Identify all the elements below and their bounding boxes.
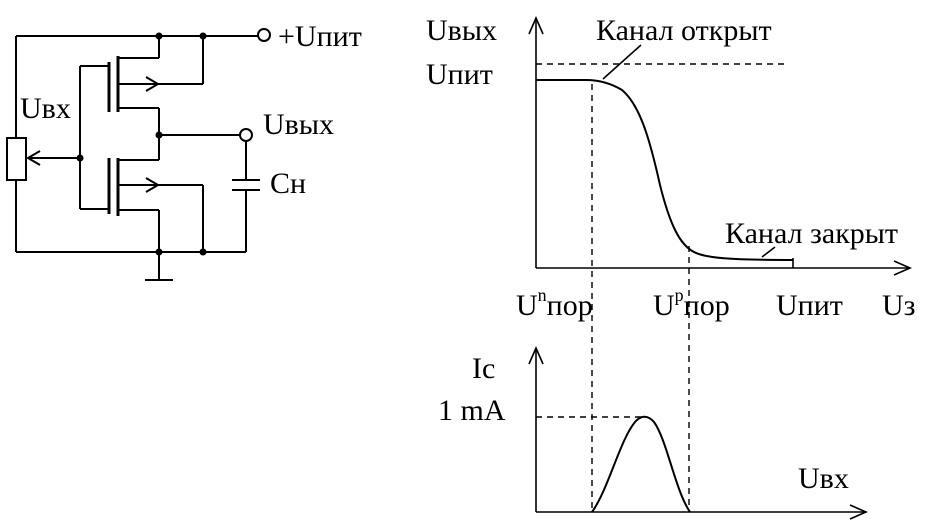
supply-terminal (257, 28, 271, 42)
junction-dot (199, 248, 207, 256)
y-axis-arrow (528, 346, 544, 365)
input-label: Uвх (20, 92, 71, 125)
potentiometer (6, 137, 27, 181)
closed-annotation-leader (761, 246, 776, 258)
x-tick-p-threshold: Upпор (653, 285, 730, 322)
chart2-y-tick: 1 mA (438, 394, 506, 427)
chart2-xlabel: Uвх (798, 462, 849, 495)
load-cap-label: Cн (270, 167, 306, 200)
x-axis-arrow (893, 260, 912, 276)
junction-dot (199, 32, 207, 40)
chart1-xlabel: Uз (882, 289, 916, 322)
transfer-curve (536, 79, 794, 261)
current-curve (591, 415, 691, 513)
y-axis-arrow (528, 16, 544, 35)
x-axis-arrow (849, 504, 868, 520)
output-terminal (239, 128, 253, 142)
supply-label: +Uпит (278, 20, 362, 53)
junction-dot (155, 131, 163, 139)
x-tick-n-threshold: Unпор (516, 285, 593, 322)
wiper-arrow (26, 150, 41, 166)
transfer-characteristic-chart: Uвых Uпит Канал открыт Канал закрыт Unпо… (426, 14, 916, 510)
chart1-y-tick: Uпит (426, 58, 493, 91)
annotation-channel-closed: Канал закрыт (725, 217, 898, 250)
junction-dot (155, 32, 163, 40)
junction-dot (155, 248, 163, 256)
x-tick-supply: Uпит (776, 289, 843, 322)
chart2-ylabel: Ic (472, 352, 495, 385)
cmos-inverter-circuit: +Uпит Uвх Uвых Cн (6, 20, 362, 281)
open-annotation-leader (602, 44, 642, 80)
output-label: Uвых (263, 108, 334, 141)
current-characteristic-chart: Ic 1 mA Uвх (438, 346, 868, 520)
annotation-channel-open: Канал открыт (596, 14, 772, 47)
chart1-ylabel: Uвых (426, 14, 497, 47)
